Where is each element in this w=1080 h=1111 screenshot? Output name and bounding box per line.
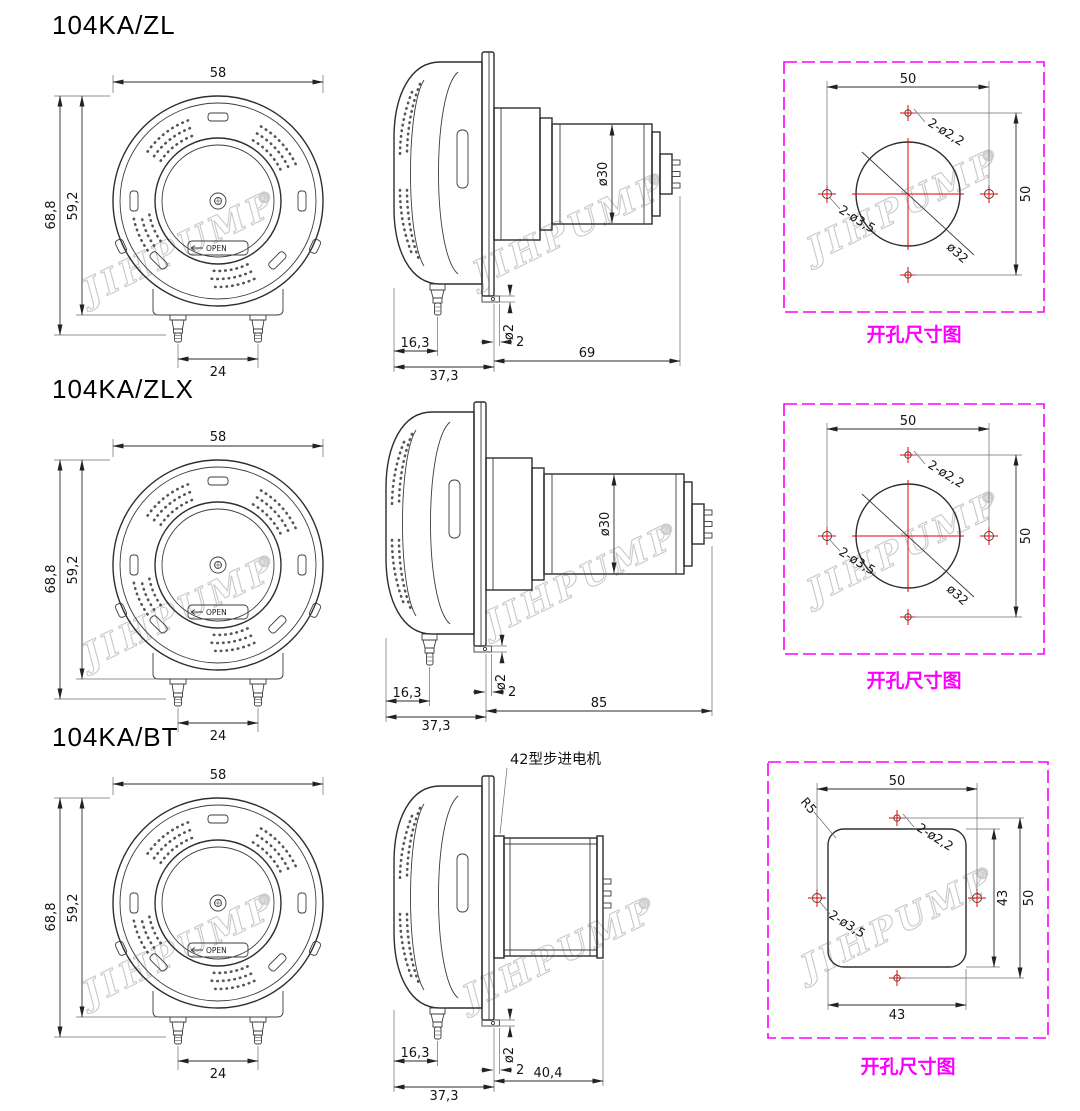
label-small-holes: 2-ø2,2 xyxy=(914,820,956,854)
svg-text:JIHPUMP: JIHPUMP xyxy=(789,860,1001,991)
label-bore: ø32 xyxy=(944,239,972,266)
hole-diagram-zl: JIHPUMP ® ø32 2-ø2,2 2-ø3,5 50 50 xyxy=(783,61,1045,313)
front-view-zl: JIHPUMP ® 58 68,8 59,2 24 xyxy=(44,66,325,380)
dim-hole-v-spacing: 50 xyxy=(1019,528,1034,545)
dim-head-depth: 37,3 xyxy=(430,1089,459,1104)
dim-port-offset: 16,3 xyxy=(401,1046,430,1061)
mounting-holes xyxy=(818,105,998,283)
dim-width: 58 xyxy=(210,768,227,783)
stepper-motor-label: 42型步进电机 xyxy=(510,751,601,768)
watermark: JIHPUMP ® xyxy=(460,165,673,297)
dim-plate-thickness: 2 xyxy=(516,335,524,350)
hole-diagram-caption: 开孔尺寸图 xyxy=(866,324,962,346)
dim-plate-thickness: 2 xyxy=(516,1063,524,1078)
dim-head-depth: 37,3 xyxy=(430,369,459,384)
motor-bt-stepper xyxy=(493,835,612,959)
dim-hole-h-spacing: 50 xyxy=(889,774,906,789)
side-view-bt: JIHPUMP ® 42型步进电机 ø2 2 16,3 xyxy=(392,751,664,1104)
front-view-bt: JIHPUMP ® 58 68,8 59,2 24 xyxy=(44,768,325,1082)
svg-text:JIHPUMP: JIHPUMP xyxy=(461,166,673,297)
hole-diagram-bt: JIHPUMP ® R5 2-ø2,2 2-ø3,5 50 43 43 50 xyxy=(767,761,1049,1039)
section-title: 104KA/ZLX xyxy=(52,374,194,404)
label-small-holes: 2-ø2,2 xyxy=(925,457,967,491)
dim-hole-v-spacing: 50 xyxy=(1022,890,1037,907)
dim-motor-length: 40,4 xyxy=(534,1066,563,1081)
watermark: JIHPUMP ® xyxy=(450,889,663,1021)
watermark: JIHPUMP ® xyxy=(788,859,1001,991)
motor-zlx xyxy=(485,457,713,591)
dim-body-height: 59,2 xyxy=(66,894,81,923)
front-view-zlx: JIHPUMP ® 58 68,8 59,2 24 xyxy=(44,430,325,744)
dim-hole-h-spacing: 50 xyxy=(900,72,917,87)
svg-text:JIHPUMP: JIHPUMP xyxy=(451,890,663,1021)
section-title: 104KA/ZL xyxy=(52,10,176,40)
dim-hole-h-spacing: 50 xyxy=(900,414,917,429)
dim-cut-height: 43 xyxy=(996,890,1011,907)
dim-width: 58 xyxy=(210,66,227,81)
dim-port-offset: 16,3 xyxy=(393,686,422,701)
dim-hole-v-spacing: 50 xyxy=(1019,186,1034,203)
hole-diagram-caption: 开孔尺寸图 xyxy=(860,1056,956,1078)
dim-motor-diameter: ø30 xyxy=(598,512,613,537)
dim-motor-length: 69 xyxy=(579,346,596,361)
panel-cutout-border xyxy=(767,761,1049,1039)
panel-cutout-border xyxy=(783,61,1045,313)
dim-port-diameter: ø2 xyxy=(502,1047,517,1063)
dim-motor-length: 85 xyxy=(591,696,608,711)
rect-cutout xyxy=(827,828,967,968)
label-corner-radius: R5 xyxy=(798,794,820,816)
side-view-zl: JIHPUMP ® ø30 ø2 2 16,3 xyxy=(392,50,681,384)
dim-port-diameter: ø2 xyxy=(502,324,517,340)
dim-port-spacing: 24 xyxy=(210,365,227,380)
dim-port-offset: 16,3 xyxy=(401,336,430,351)
dim-overall-height: 68,8 xyxy=(44,903,59,932)
dim-overall-height: 68,8 xyxy=(44,201,59,230)
dim-port-spacing: 24 xyxy=(210,729,227,744)
dim-motor-diameter: ø30 xyxy=(596,162,611,187)
dim-head-depth: 37,3 xyxy=(422,719,451,734)
section-title: 104KA/BT xyxy=(52,722,179,752)
motor-zl xyxy=(493,107,681,241)
label-bore: ø32 xyxy=(944,581,972,608)
side-view-zlx: JIHPUMP ® ø30 ø2 2 16,3 xyxy=(384,400,713,734)
hole-diagram-caption: 开孔尺寸图 xyxy=(866,670,962,692)
dim-width: 58 xyxy=(210,430,227,445)
panel-cutout-border xyxy=(783,403,1045,655)
dim-port-spacing: 24 xyxy=(210,1067,227,1082)
dim-port-diameter: ø2 xyxy=(494,674,509,690)
hole-diagram-zlx: JIHPUMP ® ø32 2-ø2,2 2-ø3,5 50 50 xyxy=(783,403,1045,655)
svg-text:JIHPUMP: JIHPUMP xyxy=(473,516,685,647)
dim-overall-height: 68,8 xyxy=(44,565,59,594)
dim-body-height: 59,2 xyxy=(66,556,81,585)
label-small-holes: 2-ø2,2 xyxy=(925,115,967,149)
dim-plate-thickness: 2 xyxy=(508,685,516,700)
dim-body-height: 59,2 xyxy=(66,192,81,221)
watermark: JIHPUMP ® xyxy=(472,515,685,647)
dim-cut-width: 43 xyxy=(889,1008,906,1023)
